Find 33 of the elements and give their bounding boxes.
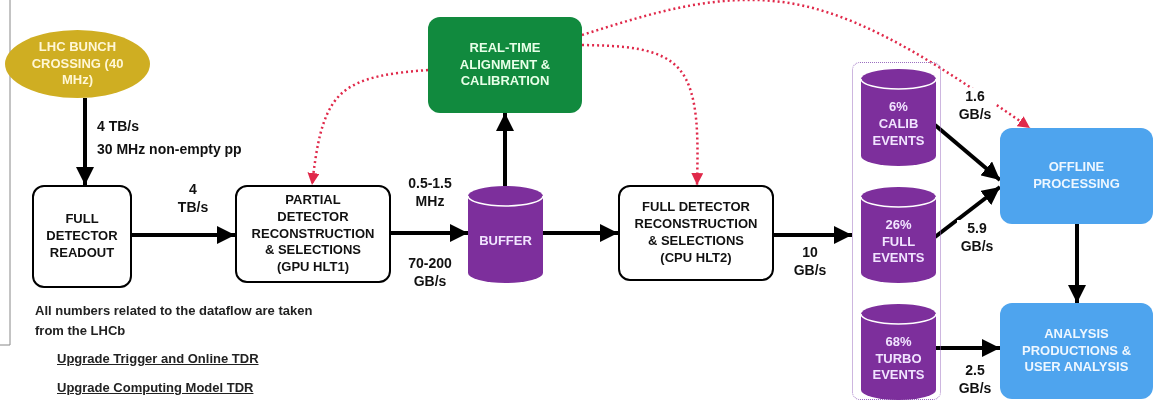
arrow	[76, 98, 94, 185]
node-label: ANALYSIS PRODUCTIONS & USER ANALYSIS	[1020, 325, 1133, 377]
process-box	[1000, 128, 1153, 224]
source-note: All numbers related to the dataflow are taken from the LHCb	[35, 302, 314, 340]
node-label: 26% FULL EVENTS	[871, 216, 926, 268]
process-box	[618, 185, 774, 281]
node-label: 6% CALIB EVENTS	[871, 99, 926, 150]
node-label: REAL-TIME ALIGNMENT & CALIBRATION	[458, 39, 552, 91]
dotted-arrow	[307, 68, 429, 186]
node-label: FULL DETECTOR READOUT	[45, 211, 119, 262]
node-label: BUFFER	[479, 233, 532, 250]
process-box	[32, 185, 132, 288]
process-box	[428, 17, 582, 113]
arrow	[935, 339, 1000, 357]
arrow	[132, 226, 235, 244]
node-label: LHC BUNCH CROSSING (40 MHz)	[30, 38, 125, 90]
node-label: PARTIAL DETECTOR RECONSTRUCTION & SELECTIONS (GPU HLT1)	[251, 191, 375, 277]
document-link: Upgrade Trigger and Online TDR	[57, 351, 259, 368]
flow-annotation: 70-200 GB/s	[407, 255, 453, 290]
process-box	[1000, 303, 1153, 399]
process-box	[235, 185, 391, 283]
arrow	[774, 226, 852, 244]
node-label: OFFLINE PROCESSING	[1033, 159, 1120, 193]
document-link: Upgrade Computing Model TDR	[57, 380, 254, 397]
node-label: 68% TURBO EVENTS	[871, 333, 926, 385]
node-label: FULL DETECTOR RECONSTRUCTION & SELECTIONS (CPU HLT2)	[634, 199, 758, 267]
arrow	[496, 113, 514, 186]
dotted-arrow	[581, 43, 704, 186]
flow-annotation: 30 MHz non-empty pp	[97, 141, 243, 159]
arrow	[1068, 224, 1086, 303]
arrow	[391, 224, 468, 242]
arrow	[543, 224, 618, 242]
dotted-arrow	[581, 0, 1031, 130]
